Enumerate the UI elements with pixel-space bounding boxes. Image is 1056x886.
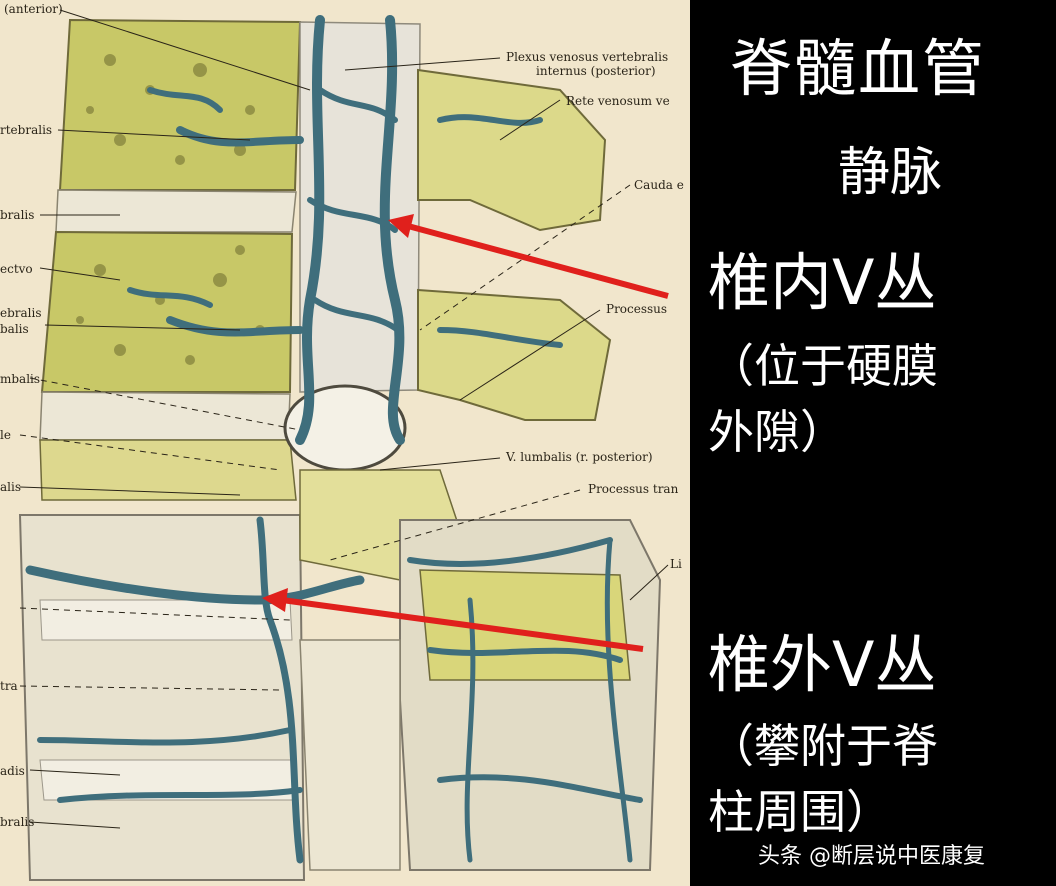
label-cauda: Cauda e xyxy=(634,178,684,192)
label-alis: alis xyxy=(0,480,21,494)
internal-plexus-note-line1: （位于硬膜 xyxy=(708,339,938,393)
external-plexus-heading: 椎外V丛 xyxy=(708,628,937,701)
external-plexus-note-line2: 柱周围） xyxy=(708,785,892,839)
label-adis: adis xyxy=(0,764,25,778)
label-v-lumbalis: V. lumbalis (r. posterior) xyxy=(506,450,653,464)
vein-network xyxy=(25,15,643,864)
internal-plexus-note-line2: 外隙） xyxy=(708,405,846,459)
label-plexus-line2: internus (posterior) xyxy=(536,64,656,78)
label-anterior: (anterior) xyxy=(4,2,63,16)
vertebral-processes xyxy=(299,68,662,871)
label-bralis-upper: bralis xyxy=(0,208,35,222)
panel-title: 脊髓血管 xyxy=(730,32,987,105)
label-bralis-lower: bralis xyxy=(0,815,35,829)
text-panel: 脊髓血管 静脉 椎内V丛 （位于硬膜 外隙） 椎外V丛 （攀附于脊 柱周围） xyxy=(690,0,1056,886)
label-ectvo: ectvo xyxy=(0,262,33,276)
anatomy-drawing xyxy=(18,9,669,881)
internal-plexus-heading: 椎内V丛 xyxy=(708,246,937,319)
watermark: 头条 @断层说中医康复 xyxy=(758,844,985,869)
label-balis: balis xyxy=(0,322,29,336)
label-processus-tran: Processus tran xyxy=(588,482,679,496)
arrow-external-plexus xyxy=(281,597,644,652)
spine-vein-illustration: (anterior) rtebralis bralis ectvo ebrali… xyxy=(0,0,690,886)
label-li: Li xyxy=(670,557,682,571)
label-mbalis: mbalis xyxy=(0,372,41,386)
vertebral-bodies xyxy=(18,18,306,881)
external-plexus-note-line1: （攀附于脊 xyxy=(708,719,938,773)
label-tra: tra xyxy=(0,679,18,693)
label-rete-venosum: Rete venosum ve xyxy=(566,94,670,108)
panel-subtitle: 静脉 xyxy=(838,143,943,203)
leader-lines xyxy=(19,9,669,829)
label-le: le xyxy=(0,428,11,442)
arrow-internal-plexus xyxy=(407,223,669,299)
arrow-external-plexus-head xyxy=(262,588,288,612)
arrow-internal-plexus-head xyxy=(388,214,414,238)
label-ebralis: ebralis xyxy=(0,306,42,320)
label-processus: Processus xyxy=(606,302,668,316)
arrows xyxy=(262,214,669,652)
label-vertebralis: rtebralis xyxy=(0,123,53,137)
label-plexus-line1: Plexus venosus vertebralis xyxy=(506,50,669,64)
